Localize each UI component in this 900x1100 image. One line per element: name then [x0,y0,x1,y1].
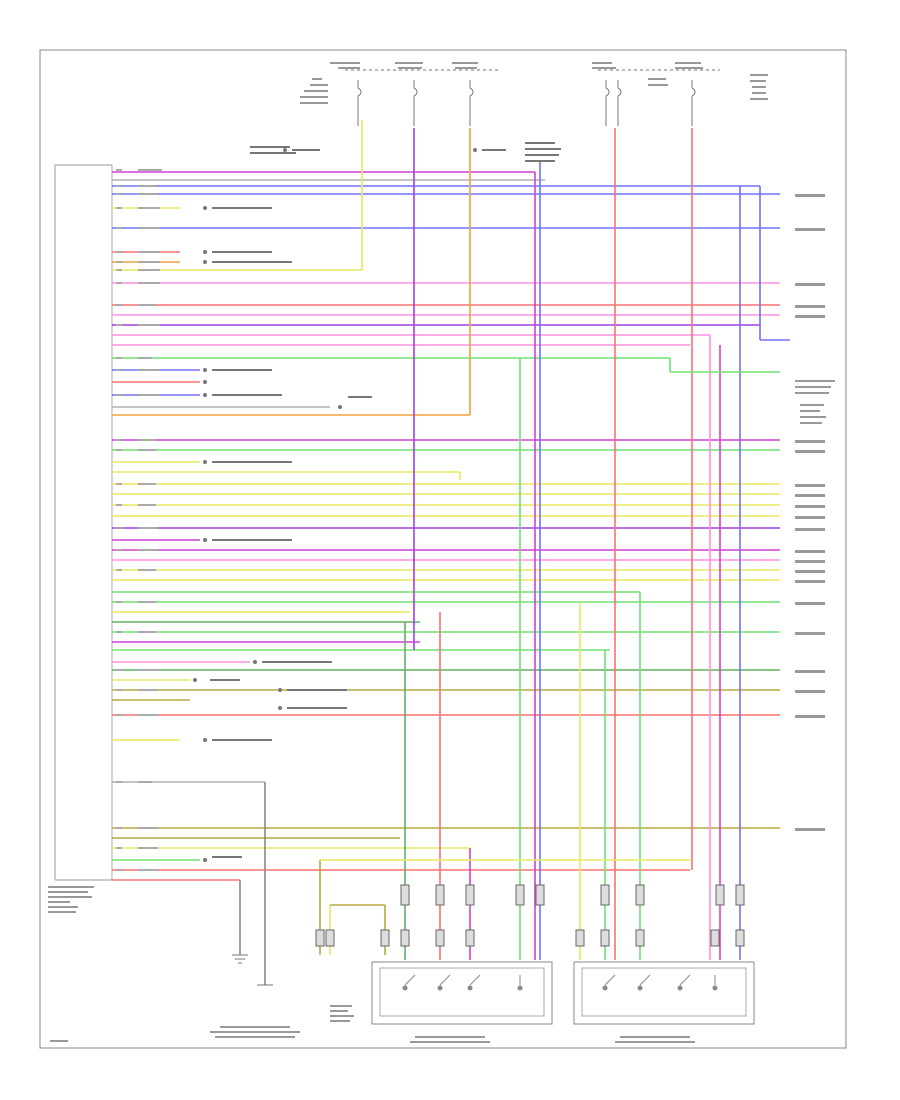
module-pin-labels [116,169,162,871]
ground-symbol [232,954,273,986]
right-door-window-switch-assembly [371,961,553,1025]
fuse-panel-labels [300,62,768,104]
inline-connectors [315,884,745,947]
fuse-symbols [345,69,720,126]
diagram-frame [39,49,847,1049]
left-door-window-switch-assembly [573,961,755,1025]
comfort-system-control-module [48,164,113,913]
system-reference-markers [193,142,561,862]
component-captions [50,1005,695,1043]
right-connector-labels [795,194,835,831]
harness-wires-horizontal [112,171,780,881]
harness-wires-vertical [239,120,790,985]
